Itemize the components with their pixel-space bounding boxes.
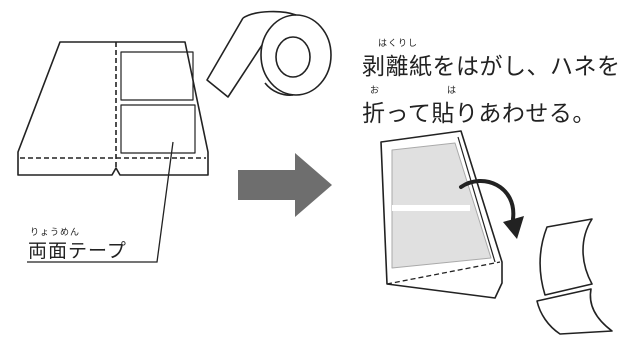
tape-strip-top xyxy=(120,51,194,101)
piece-outline xyxy=(17,41,209,176)
fold-arrow-icon xyxy=(459,179,524,239)
double-sided-tape-roll-icon xyxy=(206,10,332,98)
tape-strip-bottom xyxy=(120,104,196,154)
folded-piece xyxy=(380,130,503,299)
instruction-line1: 剥離紙をはがし、ハネを xyxy=(362,54,620,80)
process-arrow-icon xyxy=(238,153,332,217)
fold-edge-line xyxy=(457,136,496,263)
label-leader-line xyxy=(27,141,174,263)
peeled-release-paper-icon xyxy=(536,218,613,335)
unfolded-piece xyxy=(17,41,209,176)
folded-bottom-line xyxy=(386,261,501,285)
tape-label: 両面テープ xyxy=(28,240,127,262)
instruction-line2: 折って貼りあわせる。 xyxy=(362,101,596,127)
instruction-line2-ruby-2: は xyxy=(447,86,458,96)
instruction-line2-ruby-1: お xyxy=(370,86,381,96)
tape-label-ruby: りょうめん xyxy=(30,228,81,238)
instruction-line1-ruby: はくりし xyxy=(378,39,419,49)
